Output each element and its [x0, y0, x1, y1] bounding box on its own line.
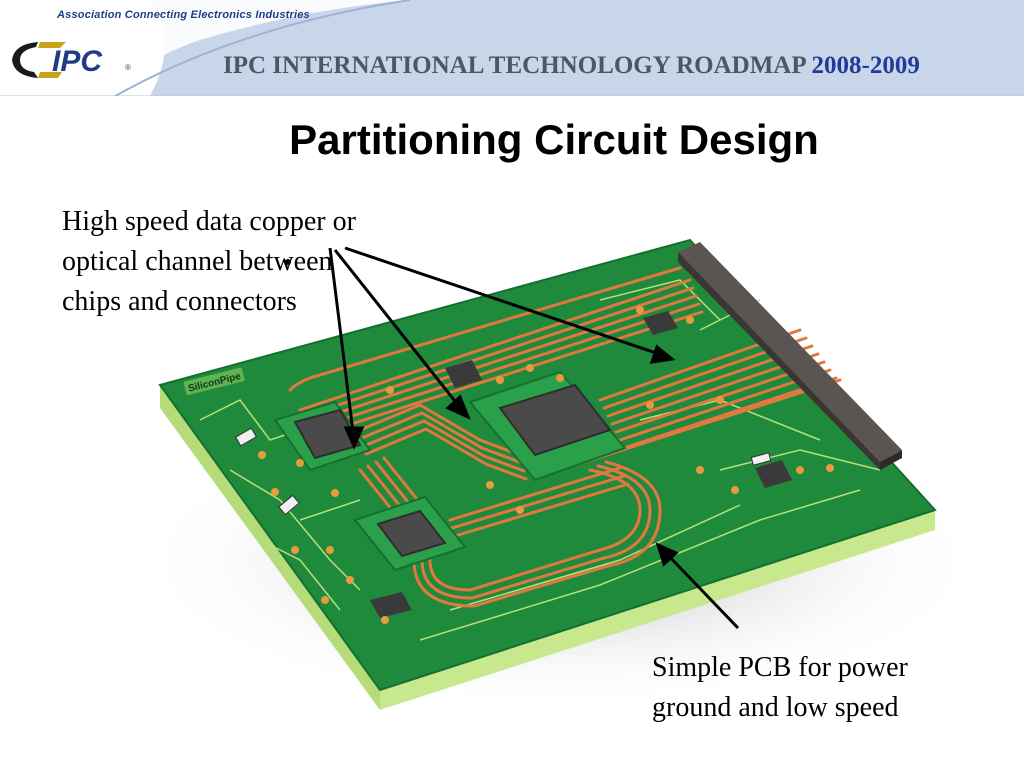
annotation-simple-pcb: Simple PCB for power ground and low spee…: [652, 652, 908, 723]
roadmap-years: 2008-2009: [811, 52, 920, 79]
board-edge-front: [380, 510, 935, 710]
svg-text:®: ®: [125, 63, 131, 72]
annotation-high-speed: High speed data copper or optical channe…: [62, 206, 356, 317]
bullet-dot: [285, 259, 291, 265]
association-tagline: Association Connecting Electronics Indus…: [57, 9, 310, 21]
component-small-3: [755, 460, 792, 488]
annotation-arrows: [328, 246, 740, 630]
signal-traces: [199, 279, 881, 641]
chip-large: [468, 370, 627, 482]
resistor-3: [750, 452, 772, 466]
board-edge-left: [160, 385, 380, 710]
chip-left: [273, 400, 372, 472]
ipc-logo: IPC ®: [12, 42, 131, 78]
roadmap-title: IPC INTERNATIONAL TECHNOLOGY ROADMAP: [223, 52, 806, 79]
component-small-2: [643, 311, 678, 335]
slide-title: Partitioning Circuit Design: [289, 116, 819, 163]
resistor-1: [235, 427, 257, 447]
ipc-logo-text: IPC: [52, 45, 103, 78]
component-small-4: [370, 592, 412, 618]
header-band: [0, 0, 1024, 96]
resistor-2: [278, 494, 300, 516]
component-small-1: [445, 360, 482, 388]
edge-connector: [678, 242, 902, 470]
roadmap-heading: IPC INTERNATIONAL TECHNOLOGY ROADMAP 200…: [223, 52, 920, 80]
solder-pads: [258, 306, 834, 624]
chip-bottom: [353, 495, 467, 572]
